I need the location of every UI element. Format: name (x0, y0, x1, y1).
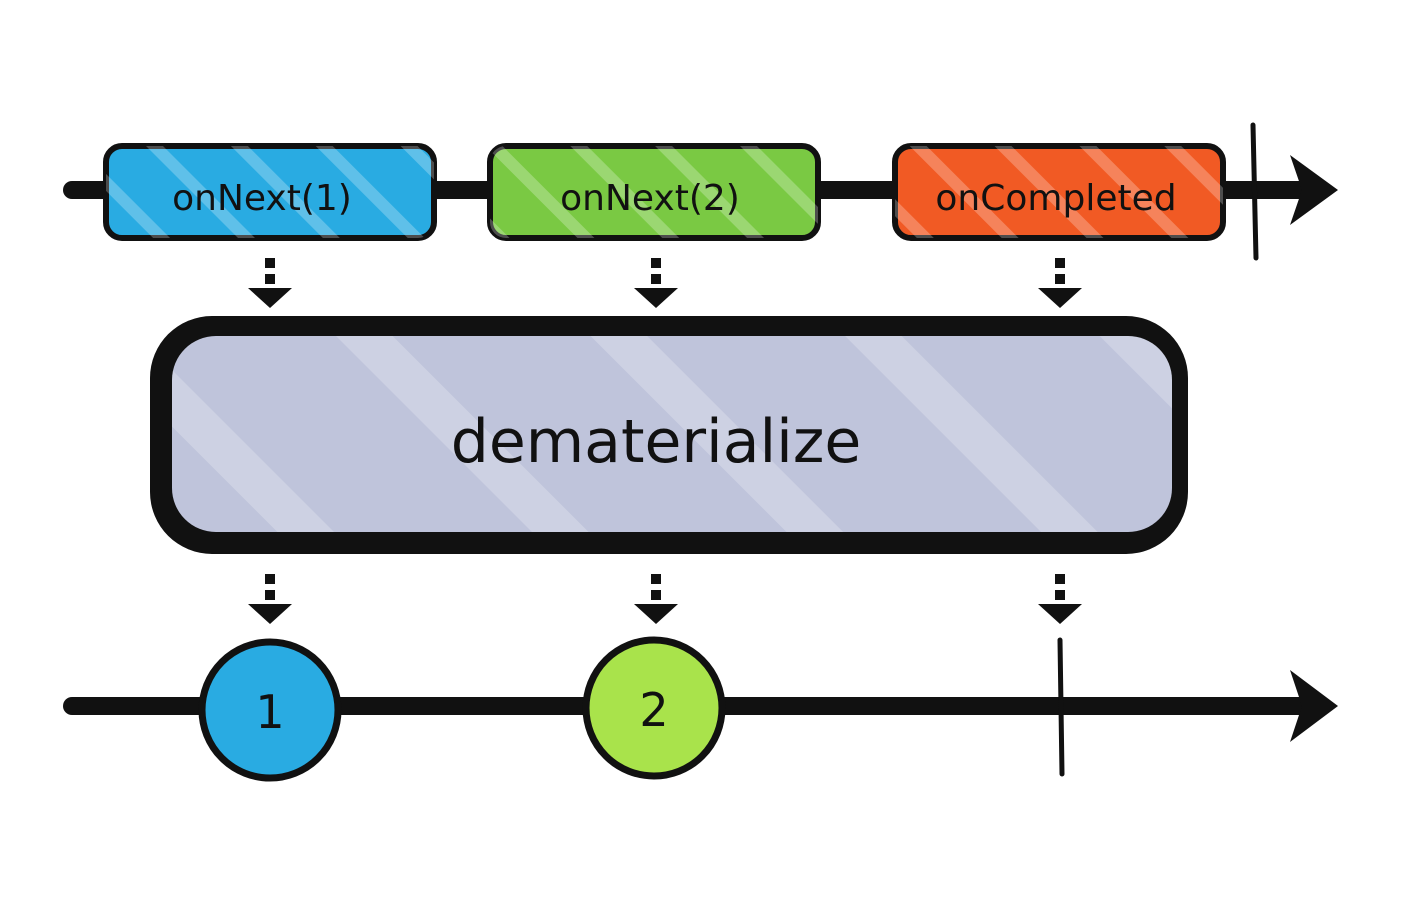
dotted-down-arrow (1038, 258, 1082, 308)
output-axis-arrowhead (1290, 670, 1338, 742)
input-timeline: onNext(1) onNext(2) onCompleted (63, 122, 1338, 261)
output-item-2: 2 (582, 636, 726, 780)
operator-box: dematerialize (150, 316, 1188, 554)
event-box-stripes (895, 146, 1223, 238)
dotted-down-arrow (248, 258, 292, 308)
event-label: onNext(1) (172, 178, 352, 219)
input-event-oncompleted: onCompleted (892, 143, 1226, 241)
dotted-down-arrow (634, 574, 678, 624)
output-timeline: 1 2 (63, 636, 1338, 782)
item-label: 2 (639, 683, 668, 737)
output-completed-mark (1057, 637, 1065, 777)
input-axis-arrowhead (1290, 155, 1338, 225)
operator-box-stripes (172, 336, 1172, 532)
event-label: onNext(2) (560, 178, 740, 219)
item-circle (198, 638, 342, 782)
operator-to-output-arrows (248, 574, 1082, 624)
event-box-stripes (490, 146, 818, 238)
operator-label: dematerialize (451, 407, 862, 477)
dotted-down-arrow (1038, 574, 1082, 624)
event-box-stripes (106, 146, 434, 238)
dotted-down-arrow (634, 258, 678, 308)
event-label: onCompleted (935, 178, 1176, 219)
item-circle (582, 636, 726, 780)
input-event-onnext-1: onNext(1) (103, 143, 437, 241)
input-event-onnext-2: onNext(2) (487, 143, 821, 241)
dotted-down-arrow (248, 574, 292, 624)
output-item-1: 1 (198, 638, 342, 782)
input-to-operator-arrows (248, 258, 1082, 308)
item-label: 1 (255, 685, 284, 739)
input-terminate-mark (1250, 122, 1259, 261)
